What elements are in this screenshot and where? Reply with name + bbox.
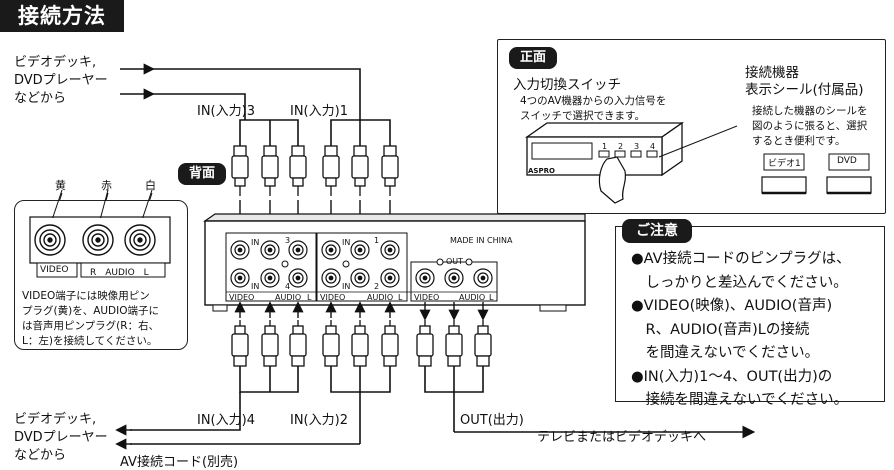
note-line: を間違えないでください。 [631, 345, 820, 361]
front-heading: 入力切換スイッチ [513, 77, 621, 93]
sticker-desc-line: するとき便利です。 [752, 135, 846, 147]
panel-num-3: 3 [285, 236, 291, 245]
back-label: 背面 [178, 163, 226, 185]
color-yellow: 黄 [55, 179, 66, 192]
arrows-bottom [234, 301, 489, 321]
jack-detail-svg [29, 216, 171, 278]
note-line: R、AUDIO(音声)Lの接続 [631, 321, 810, 338]
note-line: ●IN(入力)1～4、OUT(出力)の [631, 368, 833, 385]
note-line: ●AV接続コードのピンプラグは、 [631, 251, 851, 267]
front-desc-line: 4つのAV機器からの入力信号を [520, 95, 667, 107]
back-panel [203, 213, 586, 312]
switch-num-4: 4 [650, 142, 656, 151]
cable-label: AV接続コード(別売) [120, 455, 239, 470]
panel-out: OUT [446, 257, 464, 266]
jack-legend-video: VIDEO [40, 265, 69, 275]
jack-note-line: は音声用ピンプラグ(R：右、 [22, 320, 160, 332]
switch-num-1: 1 [602, 142, 608, 151]
jack-note-line: プラグ(黄)を、AUDIO端子に [22, 305, 160, 317]
jack-note-line: VIDEO端子には映像用ピン [22, 290, 150, 302]
out-label: OUT(出力) [460, 413, 524, 428]
color-leader-lines [52, 189, 153, 218]
panel-l-1: L [307, 293, 312, 302]
panel-num-4: 4 [285, 282, 291, 291]
cable-bottom-1 [130, 392, 241, 431]
in1-label: IN(入力)1 [290, 104, 348, 119]
panel-in-1: IN [342, 238, 351, 247]
source-top-line-1: ビデオデッキ, [14, 55, 97, 70]
panel-video-3: VIDEO [414, 293, 440, 302]
jack-note: VIDEO端子には映像用ピン プラグ(黄)を、AUDIO端子に は音声用ピンプラ… [22, 289, 159, 349]
in2-label: IN(入力)2 [290, 413, 348, 428]
switch-num-2: 2 [618, 142, 624, 151]
switch-num-3: 3 [634, 142, 640, 151]
front-desc-line: スイッチで選択できます。 [520, 110, 645, 122]
panel-num-2: 2 [374, 282, 380, 291]
panel-video-1: VIDEO [229, 293, 255, 302]
hand-icon [598, 156, 627, 204]
notes-box [615, 226, 885, 402]
page-title: 接続方法 [18, 4, 106, 28]
cable-top-second [152, 93, 246, 120]
sticker-desc: 接続した機器のシールを 図のように張ると、選択 するとき便利です。 [752, 104, 868, 149]
in4-label: IN(入力)4 [197, 413, 255, 428]
tv-label: テレビまたはビデオデッキへ [537, 430, 707, 445]
note-line: 接続を間違えないでください。 [631, 392, 849, 408]
jack-legend-audio: R AUDIO L [90, 268, 149, 278]
source-bottom-line-1: ビデオデッキ, [14, 412, 97, 427]
panel-audio-1: AUDIO [275, 293, 302, 302]
front-label: 正面 [509, 47, 557, 69]
sticker-heading: 接続機器 表示シール(付属品) [745, 65, 864, 99]
sticker-heading-line: 表示シール(付属品) [745, 82, 864, 98]
panel-in-3: IN [251, 238, 260, 247]
sticker-desc-line: 接続した機器のシールを [752, 105, 868, 117]
panel-num-1: 1 [374, 236, 380, 245]
note-line: ●VIDEO(映像)、AUDIO(音声) [631, 298, 833, 314]
source-top-line-3: などから [14, 91, 67, 106]
source-top-line-2: DVDプレーヤー [14, 73, 108, 88]
front-brand: ASPRO [528, 167, 555, 175]
cable-top-main [152, 68, 361, 114]
in3-bracket [239, 119, 299, 146]
source-bottom: ビデオデッキ, DVDプレーヤー などから [14, 411, 108, 465]
switch-buttons [598, 150, 658, 158]
sticker-tag-dvd: DVD [837, 156, 857, 166]
panel-made-in: MADE IN CHINA [450, 236, 513, 245]
notes-list: ●AV接続コードのピンプラグは、 しっかりと差込んでください。 ●VIDEO(映… [631, 248, 851, 413]
panel-l-2: L [398, 293, 403, 302]
panel-audio-2: AUDIO [367, 293, 394, 302]
color-white: 白 [145, 179, 156, 192]
note-line: しっかりと差込んでください。 [631, 274, 848, 291]
notes-label: ご注意 [622, 219, 692, 243]
panel-in-4: IN [251, 282, 260, 291]
source-bottom-line-2: DVDプレーヤー [14, 430, 108, 445]
panel-in-2: IN [342, 282, 351, 291]
in3-label: IN(入力)3 [197, 104, 255, 119]
panel-l-3: L [489, 293, 494, 302]
panel-audio-3: AUDIO [459, 293, 486, 302]
front-device-illustration [524, 121, 872, 204]
color-red: 赤 [101, 179, 112, 192]
source-bottom-line-3: などから [14, 448, 67, 463]
sticker-heading-line: 接続機器 [745, 65, 799, 81]
front-desc: 4つのAV機器からの入力信号を スイッチで選択できます。 [520, 94, 666, 124]
in4-bracket [239, 366, 299, 393]
panel-video-2: VIDEO [320, 293, 346, 302]
sticker-desc-line: 図のように張ると、選択 [752, 120, 868, 132]
plugs-top [231, 145, 399, 196]
plugs-bottom [231, 320, 492, 367]
source-top: ビデオデッキ, DVDプレーヤー などから [14, 54, 108, 108]
title-banner [0, 0, 124, 32]
jack-note-line: L：左)を接続してください。 [22, 335, 158, 347]
sticker-tag-video: ビデオ1 [768, 159, 801, 169]
